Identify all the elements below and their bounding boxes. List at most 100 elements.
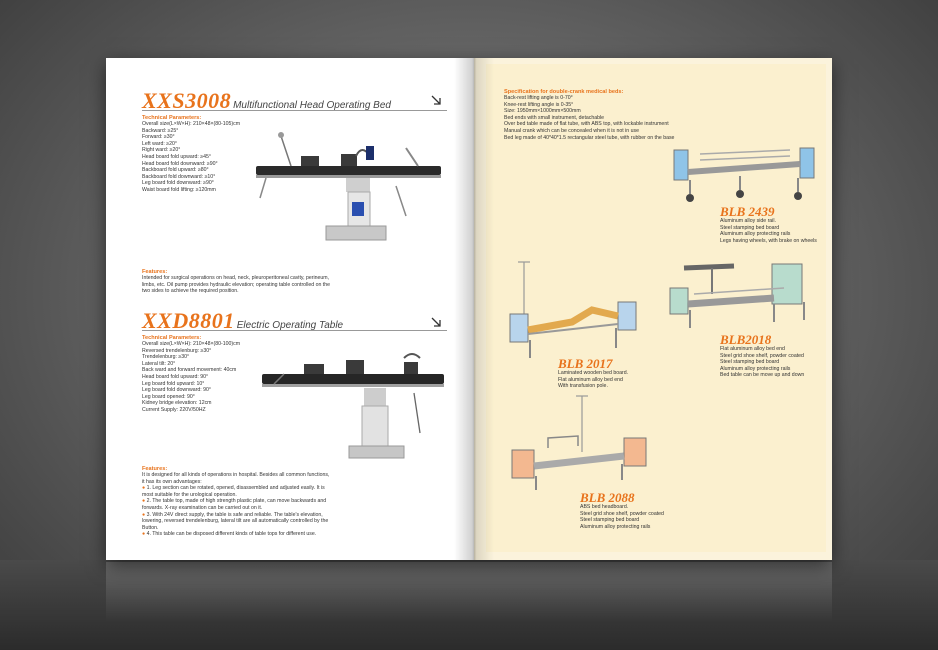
param-line: Head board fold downward: ≥90° (142, 160, 218, 167)
product2-title: XXD8801 Electric Operating Table (142, 308, 343, 334)
product1-title: XXS3008 Multifunctional Head Operating B… (142, 88, 391, 114)
param-line: Head board fold upward: 90° (142, 373, 209, 380)
bed-desc-line: Steel stamping bed board (720, 359, 780, 366)
bed-desc-line: Aluminum alloy protecting rails (580, 523, 651, 530)
param-line: Back ward and forward movement: 40cm (142, 367, 237, 374)
param-line: Waist board fold lifting: ≥120mm (142, 186, 216, 193)
feature-line: lowering, reversed trendelenburg, latera… (142, 518, 329, 525)
bed-desc-line: Steel stamping bed board (580, 517, 640, 524)
bed-desc-line: Legs having wheels, with brake on wheels (720, 237, 817, 244)
param-line: Left ward: ≥20° (142, 140, 177, 147)
bed-desc-line: Laminated wooden bed board. (558, 370, 629, 376)
spec-line: Over bed table made of flat tube, with A… (504, 121, 669, 128)
product1-params-heading: Technical Parameters: (142, 115, 202, 121)
bed-blb2018-image (669, 263, 805, 328)
right-page: Specification for double-crank medical b… (474, 58, 832, 560)
product1-name: Multifunctional Head Operating Bed (233, 100, 391, 111)
param-line: Head board fold upward: ≥45° (142, 153, 211, 160)
bed-blb2088-desc: ABS bed headboard. Steel grid shoe shelf… (580, 504, 664, 530)
bed-desc-line: Aluminum alloy protecting rails (720, 365, 791, 372)
feature-line: ● 1. Leg section can be rotated, opened,… (142, 485, 329, 492)
bullet-icon: ● (142, 485, 147, 492)
bed-desc-line: Flat aluminum alloy bed end (558, 376, 623, 383)
left-page: XXS3008 Multifunctional Head Operating B… (106, 58, 474, 560)
bed-blb2088-code: BLB 2088 (580, 490, 635, 505)
param-line: Backward: ≥25° (142, 127, 179, 134)
bed-blb2439-image (673, 147, 815, 202)
param-line: Forward: ≥30° (142, 134, 175, 141)
spec-line: Bed leg made of 40*40*1.5 rectangular st… (504, 134, 675, 141)
param-line: Leg board opened: 90° (142, 393, 195, 400)
product2-features-text: It is designed for all kinds of operatio… (142, 472, 329, 538)
feature-line: two sides to achieve the required positi… (142, 288, 239, 295)
product2-features-heading: Features: (142, 466, 168, 472)
param-line: Backboard fold upward: ≥80° (142, 167, 209, 174)
product1-params-list: Overall size(L×W×H): 210×48×(80-105)cm B… (142, 121, 240, 194)
bed-desc-line: Aluminum alloy side rail. (720, 218, 776, 224)
spec-line: Bed ends with small instrument, detachab… (504, 114, 605, 121)
bed-desc-line: Flat aluminum alloy bed end (720, 346, 785, 352)
feature-text: 3. With 24V direct supply, the table is … (146, 511, 323, 518)
feature-line: Intended for surgical operations on head… (142, 275, 330, 281)
bed-blb2088-image (511, 395, 647, 490)
param-line: Leg board fold downward: ≥90° (142, 180, 214, 187)
spec-line: Knee-rest lifting angle is 0-35° (504, 101, 574, 108)
bullet-icon: ● (142, 531, 147, 538)
arrow-down-right-icon (430, 316, 442, 328)
param-line: Kidney bridge elevation: 12cm (142, 400, 212, 407)
feature-text: 2. The table top, made of high strength … (146, 498, 327, 505)
param-line: Overall size(L×W×H): 210×48×(80-100)cm (142, 341, 241, 347)
bed-blb2018-code: BLB2018 (720, 332, 772, 347)
bed-blb2017-desc: Laminated wooden bed board. Flat aluminu… (558, 370, 628, 390)
param-line: Leg board fold upward: 10° (142, 380, 205, 387)
param-line: Leg board fold downward: 90° (142, 387, 211, 394)
product1-title-rule (142, 110, 447, 111)
bed-blb2439-desc: Aluminum alloy side rail. Steel stamping… (720, 218, 817, 244)
product1-features-heading: Features: (142, 269, 168, 275)
spec-line: Manual crank which can be concealed when… (504, 127, 639, 134)
electric-table-image (262, 353, 444, 459)
operating-bed-image (256, 132, 441, 241)
feature-line: ● 3. With 24V direct supply, the table i… (142, 512, 329, 519)
feature-line: ● 2. The table top, made of high strengt… (142, 498, 329, 505)
product2-params-list: Overall size(L×W×H): 210×48×(80-100)cm R… (142, 341, 240, 414)
product2-params-heading: Technical Parameters: (142, 335, 202, 341)
feature-line: most suitable for the urological operati… (142, 491, 237, 498)
feature-line: Button. (142, 524, 159, 531)
param-line: Current Supply: 220V/50HZ (142, 406, 206, 413)
spec-list: Back-rest lifting angle is 0-70° Knee-re… (504, 95, 674, 141)
bed-blb2018-desc: Flat aluminum alloy bed end Steel grid s… (720, 346, 804, 379)
param-line: Reversed trendelenburg: ≥30° (142, 347, 212, 354)
feature-line: It is designed for all kinds of operatio… (142, 472, 330, 478)
feature-line: it has its own advantages: (142, 478, 202, 485)
book-reflection (106, 562, 832, 622)
bed-desc-line: Steel grid shoe shelf, powder coated (580, 510, 664, 517)
spec-line: Back-rest lifting angle is 0-70° (504, 95, 573, 101)
bed-blb2017-image (509, 261, 637, 358)
param-line: Lateral tilt: 20° (142, 360, 176, 367)
spec-heading: Specification for double-crank medical b… (504, 89, 624, 95)
bullet-icon: ● (142, 498, 147, 505)
feature-text: 1. Leg section can be rotated, opened, d… (146, 485, 325, 492)
bed-blb2439-code: BLB 2439 (720, 204, 775, 219)
feature-line: forwards. X-ray examination can be carri… (142, 504, 263, 511)
product2-name: Electric Operating Table (236, 320, 344, 331)
bed-desc-line: Aluminum alloy protecting rails (720, 231, 791, 238)
right-page-panel (486, 64, 826, 552)
bed-desc-line: Steel stamping bed board (720, 224, 780, 231)
product2-title-rule (142, 330, 447, 331)
spec-line: Size: 1950mm×1000mm×500mm (504, 108, 581, 115)
param-line: Backboard fold downward: ≥10° (142, 173, 216, 180)
param-line: Overall size(L×W×H): 210×48×(80-105)cm (142, 121, 241, 127)
feature-text: 4. This table can be disposed different … (146, 531, 317, 538)
bed-desc-line: Bed table can be move up and down (720, 372, 805, 379)
bed-desc-line: With transfusion pole. (558, 383, 608, 390)
product1-code: XXS3008 (142, 88, 232, 113)
background-floor (0, 560, 938, 650)
product2-code: XXD8801 (142, 308, 235, 333)
brochure-spread: XXS3008 Multifunctional Head Operating B… (106, 58, 832, 560)
arrow-down-right-icon (430, 94, 442, 106)
param-line: Trendelenburg: ≥30° (142, 354, 190, 361)
bed-desc-line: ABS bed headboard. (580, 504, 629, 510)
bed-desc-line: Steel grid shoe shelf, powder coated (720, 352, 804, 359)
